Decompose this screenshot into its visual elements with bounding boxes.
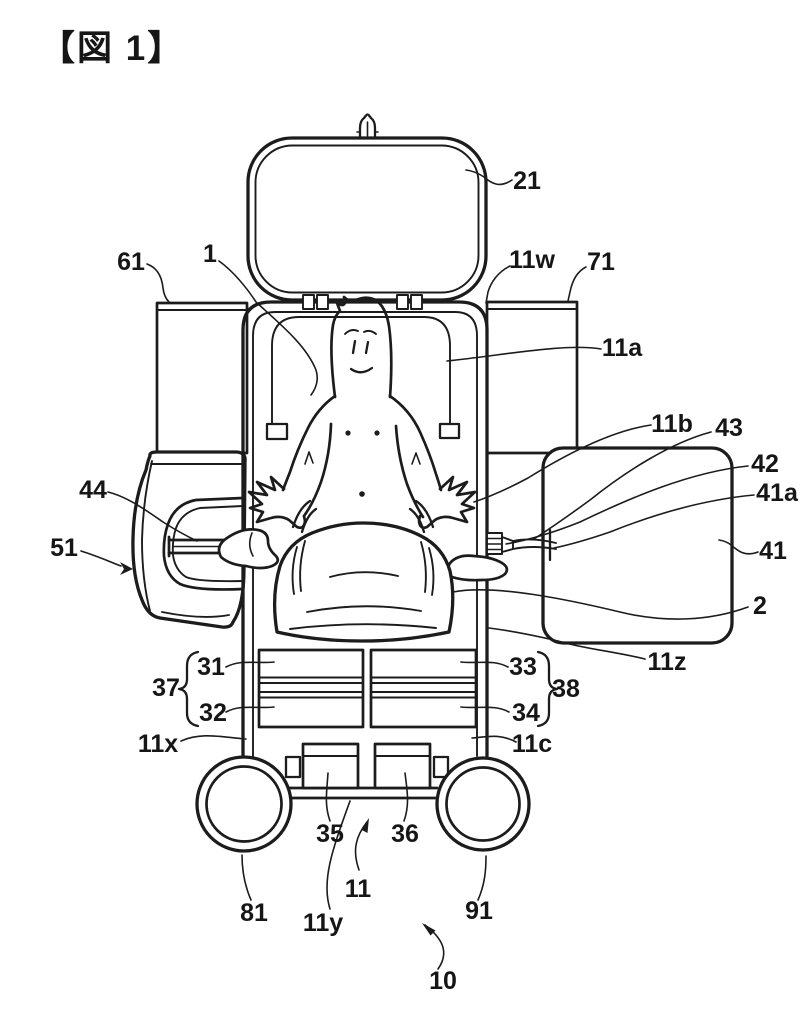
- figure-caption: 【図 1】: [40, 29, 184, 68]
- brace-38: [536, 650, 559, 728]
- ref-label-44: 44: [79, 476, 107, 504]
- patient-mouth: [349, 366, 374, 374]
- leader-lines: [80, 169, 759, 970]
- crosshatch-pad-71: [485, 300, 579, 455]
- leader-41: [718, 539, 759, 555]
- patient-eyes: [351, 339, 370, 355]
- leader-2: [452, 589, 749, 620]
- leader-32: [225, 706, 275, 713]
- ref-label-21: 21: [513, 167, 541, 195]
- tube-43: [512, 538, 557, 550]
- leader-42: [505, 465, 749, 545]
- wheel-91: [435, 756, 531, 852]
- leader-36: [403, 772, 409, 822]
- ref-label-41a: 41a: [756, 479, 799, 507]
- reference-labels: 21 61 1 11w 71 11a 11b 43 42 41a 41 2 11…: [50, 167, 799, 995]
- ref-label-11b: 11b: [651, 410, 693, 438]
- ref-label-31: 31: [197, 653, 225, 681]
- chassis-box-36: [373, 742, 432, 790]
- ref-label-11z: 11z: [648, 648, 687, 676]
- ref-label-11a: 11a: [602, 334, 643, 362]
- patient-right-arm: [388, 394, 443, 492]
- wheel-81: [195, 755, 293, 853]
- ref-label-10: 10: [429, 967, 457, 995]
- leader-71: [567, 266, 587, 302]
- patient-figure: [217, 295, 509, 582]
- leader-41a: [553, 494, 755, 549]
- bed-frame-11: [241, 294, 489, 758]
- canopy-hood-21: [246, 113, 488, 302]
- ref-label-32: 32: [199, 699, 227, 727]
- leader-11b: [473, 424, 652, 503]
- ref-label-37: 37: [152, 674, 180, 702]
- drawer-unit-right-38: [369, 648, 478, 729]
- armrest-cushion: [162, 496, 245, 591]
- ref-label-11y: 11y: [303, 909, 343, 937]
- canopy-hinge-tabs: [302, 294, 423, 310]
- ref-label-51: 51: [50, 534, 78, 562]
- ref-label-38: 38: [552, 675, 580, 703]
- leader-61: [146, 263, 170, 303]
- ref-label-33: 33: [509, 653, 537, 681]
- leader-11x: [180, 735, 247, 742]
- leader-11w: [485, 265, 511, 304]
- patient-thighs: [291, 499, 435, 534]
- ref-label-1: 1: [203, 240, 217, 268]
- axle-bracket-right: [432, 755, 450, 779]
- leader-33: [460, 661, 509, 668]
- leader-35: [325, 772, 331, 822]
- leader-51: [80, 550, 122, 567]
- ref-label-43: 43: [715, 414, 743, 442]
- belt-slot-left: [265, 422, 289, 441]
- patient-head: [330, 295, 393, 399]
- leader-11y: [326, 800, 351, 910]
- ref-label-61: 61: [117, 248, 145, 276]
- leader-31: [225, 661, 275, 668]
- crosshatch-pad-61: [155, 301, 249, 455]
- arrowhead-11: [361, 818, 369, 833]
- ref-label-11: 11: [345, 875, 372, 903]
- leader-91: [477, 855, 487, 901]
- leader-44: [107, 491, 198, 542]
- leader-11c: [471, 735, 517, 743]
- left-hand-rest: [217, 528, 280, 570]
- arrowhead-51: [120, 562, 133, 575]
- patient-left-arm: [281, 394, 337, 492]
- ref-label-81: 81: [240, 899, 268, 927]
- right-hand-rest: [446, 554, 509, 582]
- ref-label-2: 2: [753, 592, 767, 620]
- drawer-unit-left-37: [257, 648, 365, 729]
- ref-label-42: 42: [751, 450, 779, 478]
- axle-bracket-left: [284, 755, 302, 779]
- leader-81: [241, 854, 252, 901]
- brace-37: [177, 650, 200, 728]
- leader-43: [533, 431, 712, 540]
- chassis-box-35: [301, 742, 360, 790]
- leader-34: [460, 706, 510, 713]
- ref-label-71: 71: [587, 248, 615, 276]
- mattress-edge: [271, 316, 451, 425]
- patient-right-hand: [417, 475, 477, 530]
- ref-label-11c: 11c: [512, 730, 552, 758]
- arrowhead-10: [422, 923, 436, 936]
- ref-label-35: 35: [316, 820, 344, 848]
- ref-label-11x: 11x: [138, 730, 178, 758]
- ref-label-91: 91: [465, 897, 493, 925]
- ref-label-34: 34: [512, 699, 540, 727]
- chassis-bar-11y: [288, 786, 439, 800]
- canopy-knob: [358, 113, 377, 139]
- side-unit-41: [541, 446, 734, 645]
- leader-11z: [488, 627, 646, 660]
- leader-1: [218, 260, 318, 396]
- ref-label-36: 36: [391, 820, 419, 848]
- ref-label-11w: 11w: [509, 246, 555, 274]
- chassis-base: [284, 742, 450, 800]
- leader-11a: [446, 346, 602, 362]
- patient-eyebrows: [344, 329, 377, 335]
- blanket-2: [272, 521, 455, 643]
- belt-slot-right: [438, 422, 461, 440]
- ref-label-41: 41: [759, 537, 787, 565]
- leader-21: [465, 169, 513, 186]
